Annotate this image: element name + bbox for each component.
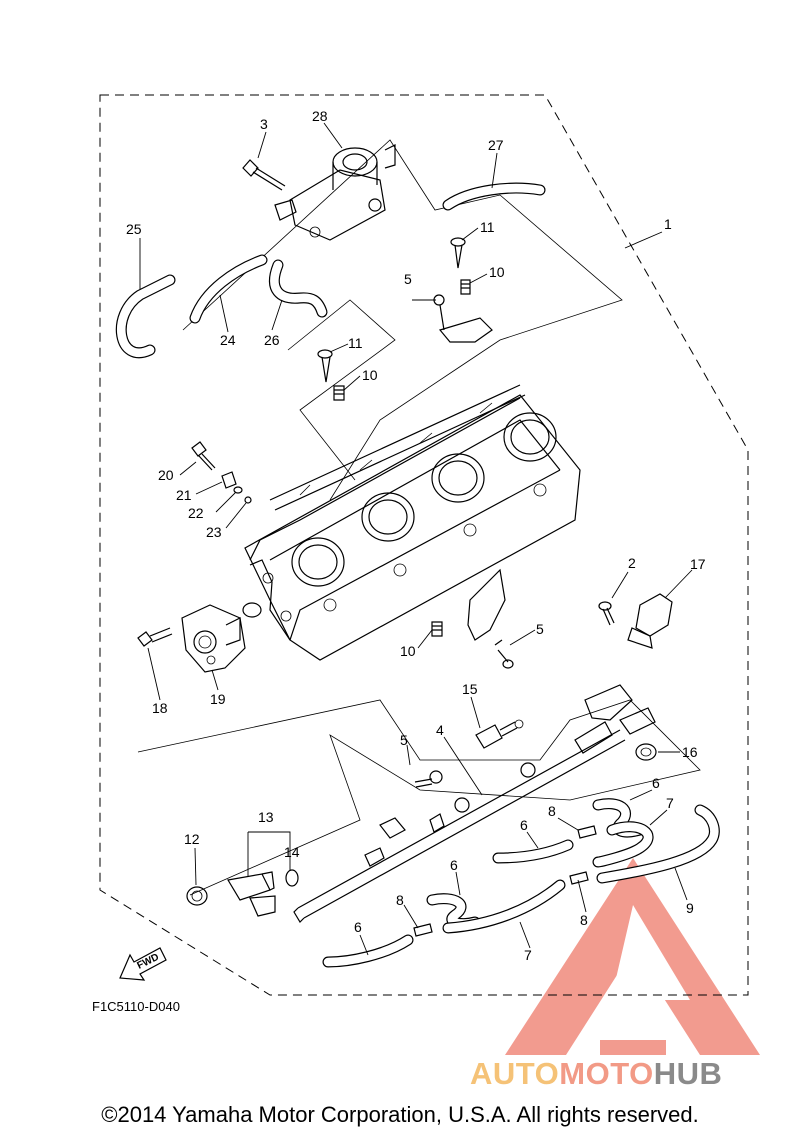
hose-6-mid [492,839,574,864]
spring-10-lower [431,621,443,637]
spring-21 [221,471,237,489]
joint-8-left [413,923,433,937]
callout-5-lower: 5 [536,621,544,637]
hose-25 [115,274,176,359]
callout-15: 15 [462,681,478,697]
throttle-body-assembly [244,384,581,661]
joint-8-top [577,825,597,839]
callout-17: 17 [690,556,706,572]
callout-7-upper: 7 [666,795,674,811]
spring-10-upper [460,279,471,295]
hose-6-bend [426,893,481,930]
screw-2 [598,601,615,626]
callout-7-lower: 7 [524,947,532,963]
subassembly-outline-mid [287,299,396,481]
callout-2: 2 [628,555,636,571]
callout-18: 18 [152,700,168,716]
callout-leader-lines [139,122,693,956]
hose-6-lower-left [322,934,414,968]
callout-20: 20 [158,467,174,483]
callout-10-lower: 10 [400,643,416,659]
seal-12 [186,886,208,906]
screw-5-fuel-rail [414,770,443,788]
callout-10-mid: 10 [362,367,378,383]
bolt-3 [242,159,286,191]
solenoid-valve [274,144,396,241]
callout-5-upper: 5 [404,271,412,287]
subassembly-outline-lower [137,699,701,896]
callout-12: 12 [184,831,200,847]
callout-6-upper: 6 [652,775,660,791]
screw-18 [137,627,173,647]
callout-22: 22 [188,505,204,521]
hose-27 [442,182,546,211]
subassembly-outline-top [182,139,623,501]
callout-16: 16 [682,744,698,760]
sensor-17 [627,593,673,649]
bracket-upper [433,294,493,343]
pressure-sensor-15 [475,719,524,749]
callout-11-upper: 11 [480,219,495,235]
watermark-logo-text: AUTOMOTOHUB [470,1056,790,1092]
assembly-boundary [99,94,749,996]
hose-24 [189,254,268,324]
callout-28: 28 [312,108,328,124]
copyright-notice: ©2014 Yamaha Motor Corporation, U.S.A. A… [101,1102,699,1127]
callout-6-mid: 6 [520,817,528,833]
screw-11-mid [317,349,333,383]
callout-25: 25 [126,221,142,237]
fuel-rail [293,684,656,923]
fuel-injector [227,871,276,917]
callout-13: 13 [258,809,274,825]
throttle-position-sensor [181,604,246,673]
diagram-code: F1C5110-D040 [92,999,180,1014]
callout-27: 27 [488,137,504,153]
callout-numbers: 1 2 3 4 5 5 5 6 6 6 6 7 7 8 8 8 9 10 10 … [126,108,706,963]
o-ring-23 [244,496,252,504]
callout-10-upper: 10 [489,264,505,280]
callout-6-bend: 6 [450,857,458,873]
hose-26 [268,259,328,318]
fwd-label: FWD [135,952,160,972]
spring-10-mid [333,385,345,401]
watermark-word-hub: HUB [653,1056,723,1091]
watermark-logo-triangle [505,858,760,1055]
callout-4: 4 [436,722,444,738]
callout-26: 26 [264,332,280,348]
callout-5-fuel-rail: 5 [400,732,408,748]
callout-11-mid: 11 [348,335,363,351]
o-ring-sensor [242,602,262,618]
callout-8-right: 8 [580,912,588,928]
callout-8-left: 8 [396,892,404,908]
watermark-word-moto: MOTO [559,1056,654,1091]
callout-23: 23 [206,524,222,540]
washer-22 [233,486,243,494]
grommet-16 [635,743,657,761]
screw-20 [191,441,216,471]
forward-direction-arrow: FWD [119,947,167,981]
o-ring-14 [285,869,299,887]
callout-6-lower: 6 [354,919,362,935]
callout-8-top: 8 [548,803,556,819]
hose-7-upper [592,821,654,868]
watermark-word-auto: AUTO [470,1056,560,1091]
callout-3: 3 [260,116,268,132]
callout-9: 9 [686,900,694,916]
hose-7-lower [442,879,566,934]
joint-8-right [569,871,589,885]
hose-9 [596,804,720,884]
callout-14: 14 [284,844,300,860]
callout-24: 24 [220,332,236,348]
bracket-lower [467,568,514,669]
screw-11-upper [450,237,466,269]
callout-21: 21 [176,487,192,503]
callout-19: 19 [210,691,226,707]
callout-1: 1 [664,216,672,232]
